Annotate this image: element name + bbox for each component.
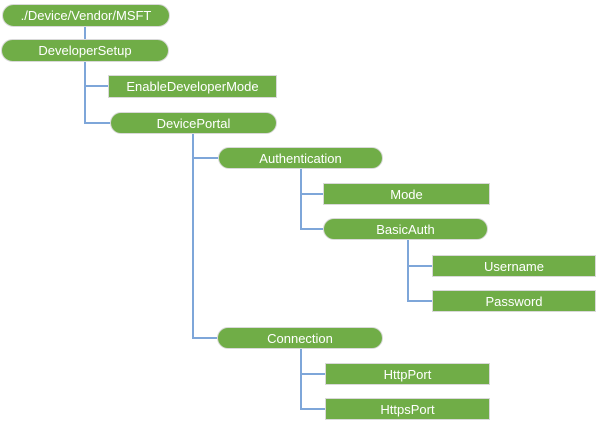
connector-branch-deviceportal [85, 122, 111, 124]
connector-branch-mode [301, 193, 324, 195]
node-httpsport: HttpsPort [325, 398, 490, 420]
node-httpport: HttpPort [325, 363, 490, 385]
node-developersetup: DeveloperSetup [1, 39, 169, 62]
node-mode: Mode [323, 183, 490, 205]
connector-root-developersetup [84, 27, 86, 40]
connector-deviceportal-trunk [192, 134, 194, 339]
node-enabledevelopermode: EnableDeveloperMode [108, 75, 277, 98]
connector-branch-httpsport [301, 408, 326, 410]
connector-developersetup-trunk [84, 62, 86, 124]
node-connection: Connection [217, 327, 383, 349]
connector-branch-password [408, 300, 433, 302]
node-authentication: Authentication [218, 147, 383, 169]
connector-authentication-trunk [300, 169, 302, 230]
connector-branch-httpport [301, 373, 326, 375]
connector-branch-basicauth [301, 228, 324, 230]
connector-branch-authentication [193, 157, 219, 159]
node-deviceportal: DevicePortal [110, 112, 277, 134]
connector-branch-username [408, 265, 433, 267]
node-device-vendor-msft: ./Device/Vendor/MSFT [2, 4, 170, 27]
connector-branch-enabledevelopermode [85, 85, 109, 87]
connector-basicauth-trunk [407, 240, 409, 302]
node-basicauth: BasicAuth [323, 218, 488, 240]
node-username: Username [432, 255, 596, 277]
connector-branch-connection [193, 337, 218, 339]
connector-connection-trunk [300, 349, 302, 410]
node-password: Password [432, 290, 596, 312]
